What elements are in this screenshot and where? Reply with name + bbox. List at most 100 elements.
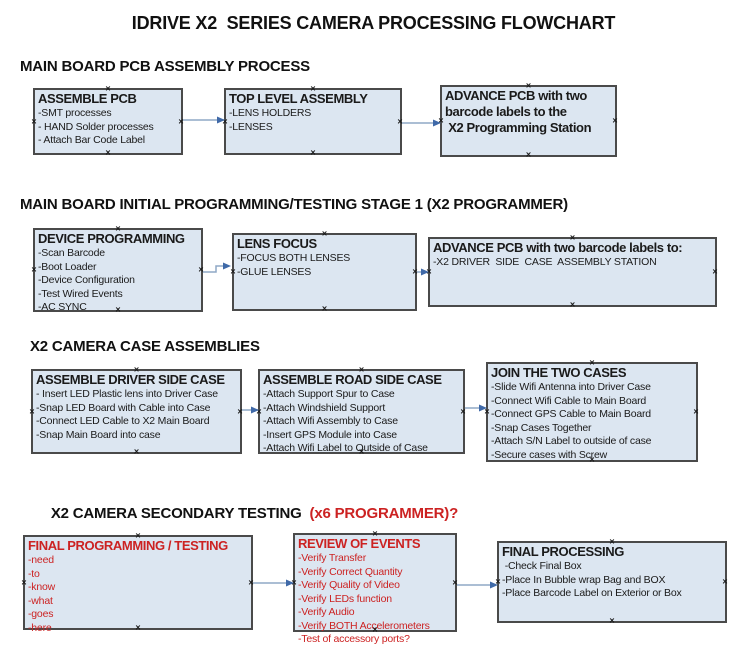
box-item: -Place Barcode Label on Exterior or Box bbox=[502, 587, 682, 599]
box-item: -goes bbox=[28, 608, 54, 620]
box-title: FINAL PROGRAMMING / TESTING bbox=[28, 538, 228, 553]
box-device-programming: DEVICE PROGRAMMING -Scan Barcode-Boot Lo… bbox=[31, 224, 203, 315]
box-item: -Verify Quality of Video bbox=[298, 579, 400, 591]
box-title: LENS FOCUS bbox=[237, 236, 317, 251]
connector-arrow bbox=[242, 406, 259, 414]
box-assemble-driver-side-case: ASSEMBLE DRIVER SIDE CASE - Insert LED P… bbox=[29, 365, 242, 457]
section-header-text: X2 CAMERA SECONDARY TESTING bbox=[50, 505, 306, 522]
connector-handle-icon: × bbox=[310, 147, 316, 158]
box-advance-pcb-programming-station: ADVANCE PCB with two barcode labels to t… bbox=[438, 81, 617, 160]
box-item: -Device Configuration bbox=[38, 274, 135, 286]
box-items: -Check Final Box-Place In Bubble wrap Ba… bbox=[499, 560, 725, 601]
connector-handle-icon: × bbox=[321, 303, 328, 314]
box-items: -Verify Transfer-Verify Correct Quantity… bbox=[295, 552, 455, 647]
box-item: -Attach Support Spur to Case bbox=[263, 388, 395, 400]
box-item: -Place In Bubble wrap Bag and BOX bbox=[502, 573, 666, 586]
box-title: DEVICE PROGRAMMING bbox=[38, 231, 185, 246]
box-item: -Attach S/N Label to outside of case bbox=[491, 435, 652, 447]
box-title: ADVANCE PCB with two barcode labels to t… bbox=[445, 88, 592, 135]
box-item: -Check Final Box bbox=[502, 560, 582, 572]
section-header-initial-programming: MAIN BOARD INITIAL PROGRAMMING/TESTING S… bbox=[20, 196, 568, 213]
box-item: -X2 DRIVER SIDE CASE ASSEMBLY STATION bbox=[433, 256, 657, 268]
box-title: JOIN THE TWO CASES bbox=[491, 365, 627, 380]
box-item: -Connect GPS Cable to Main Board bbox=[491, 408, 651, 420]
section-header-red-text: (x6 PROGRAMMER)? bbox=[305, 505, 459, 522]
box-item: -Connect LED Cable to X2 Main Board bbox=[36, 415, 210, 427]
box-title: ASSEMBLE DRIVER SIDE CASE bbox=[36, 372, 225, 387]
box-item: -Attach Windshield Support bbox=[263, 401, 386, 414]
connector-arrow bbox=[465, 404, 487, 412]
box-item: -Slide Wifi Antenna into Driver Case bbox=[491, 381, 651, 393]
box-item: -Snap Cases Together bbox=[491, 421, 592, 434]
box-item: -Verify Transfer bbox=[298, 552, 366, 564]
connector-arrow bbox=[402, 119, 441, 127]
box-item: -LENS HOLDERS bbox=[229, 107, 312, 119]
box-item: -what bbox=[28, 594, 53, 607]
connector-arrow bbox=[203, 262, 231, 273]
box-item: -Verify LEDs function bbox=[298, 592, 392, 605]
connector-handle-icon: × bbox=[569, 299, 576, 310]
box-items: - Insert LED Plastic lens into Driver Ca… bbox=[33, 388, 240, 442]
box-items: -SMT processes- HAND Solder processes- A… bbox=[35, 107, 181, 148]
box-item: -Verify BOTH Accelerometers bbox=[298, 619, 430, 632]
box-item: - Insert LED Plastic lens into Driver Ca… bbox=[36, 388, 218, 400]
page-title: IDRIVE X2 SERIES CAMERA PROCESSING FLOWC… bbox=[131, 13, 616, 33]
connector-arrow bbox=[457, 581, 498, 589]
box-title: ASSEMBLE PCB bbox=[38, 91, 137, 106]
box-item: -Verify Audio bbox=[298, 606, 355, 618]
box-title: ADVANCE PCB with two barcode labels to: bbox=[433, 240, 683, 255]
box-item: -Test of accessory ports? bbox=[298, 633, 410, 645]
section-header-pcb-assembly: MAIN BOARD PCB ASSEMBLY PROCESS bbox=[20, 58, 310, 75]
box-item: -Boot Loader bbox=[38, 260, 97, 273]
connector-handle-icon: × bbox=[525, 149, 532, 160]
box-item: -SMT processes bbox=[38, 107, 112, 119]
box-item: -Scan Barcode bbox=[38, 247, 105, 259]
connector-handle-icon: × bbox=[133, 446, 140, 457]
box-item: -know bbox=[28, 581, 56, 593]
box-items: -need-to-know-what-goes-here bbox=[25, 554, 251, 635]
box-assemble-road-side-case: ASSEMBLE ROAD SIDE CASE -Attach Support … bbox=[256, 365, 465, 456]
box-item: -Attach Wifi Assembly to Case bbox=[263, 415, 398, 427]
box-lens-focus: LENS FOCUS -FOCUS BOTH LENSES-GLUE LENSE… bbox=[230, 229, 417, 314]
box-item: - HAND Solder processes bbox=[38, 120, 154, 133]
box-item: -Insert GPS Module into Case bbox=[263, 428, 397, 441]
box-title: REVIEW OF EVENTS bbox=[298, 536, 421, 551]
box-items: -Attach Support Spur to Case-Attach Wind… bbox=[260, 388, 463, 456]
section-header-secondary-testing: X2 CAMERA SECONDARY TESTING (x6 PROGRAMM… bbox=[35, 488, 458, 539]
box-item: - Attach Bar Code Label bbox=[38, 134, 145, 146]
connector-arrow bbox=[253, 579, 294, 587]
section-header-case-assemblies: X2 CAMERA CASE ASSEMBLIES bbox=[30, 338, 260, 355]
box-item: -Snap LED Board with Cable into Case bbox=[36, 401, 211, 414]
box-advance-pcb-driver-side-station: ADVANCE PCB with two barcode labels to: … bbox=[426, 233, 717, 310]
box-items: -Scan Barcode-Boot Loader-Device Configu… bbox=[35, 247, 201, 315]
box-item: -AC SYNC bbox=[38, 301, 87, 313]
box-item: -Verify Correct Quantity bbox=[298, 565, 403, 578]
box-item: -Test Wired Events bbox=[38, 287, 123, 300]
box-items: -LENS HOLDERS-LENSES bbox=[226, 107, 400, 134]
box-join-the-two-cases: JOIN THE TWO CASES -Slide Wifi Antenna i… bbox=[484, 358, 698, 464]
box-title: FINAL PROCESSING bbox=[502, 544, 624, 559]
box-item: -LENSES bbox=[229, 120, 273, 133]
box-final-programming-testing: FINAL PROGRAMMING / TESTING -need-to-kno… bbox=[21, 531, 253, 634]
box-item: -FOCUS BOTH LENSES bbox=[237, 252, 351, 264]
box-item: -Secure cases with Screw bbox=[491, 448, 607, 461]
connector-handle-icon: × bbox=[105, 147, 111, 158]
box-item: -Connect Wifi Cable to Main Board bbox=[491, 394, 647, 407]
box-item: -need bbox=[28, 554, 54, 566]
box-final-processing: FINAL PROCESSING -Check Final Box-Place … bbox=[495, 537, 727, 626]
box-assemble-pcb: ASSEMBLE PCB -SMT processes- HAND Solder… bbox=[31, 84, 183, 158]
box-item: -here bbox=[28, 621, 52, 634]
box-title: TOP LEVEL ASSEMBLY bbox=[229, 91, 368, 106]
box-review-of-events: REVIEW OF EVENTS -Verify Transfer-Verify… bbox=[291, 529, 457, 645]
box-item: -Snap Main Board into case bbox=[36, 428, 161, 441]
box-items: -FOCUS BOTH LENSES-GLUE LENSES bbox=[234, 252, 415, 279]
box-item: -to bbox=[28, 567, 40, 580]
box-items: -Slide Wifi Antenna into Driver Case-Con… bbox=[488, 381, 696, 462]
box-item: -GLUE LENSES bbox=[237, 265, 312, 278]
box-top-level-assembly: TOP LEVEL ASSEMBLY -LENS HOLDERS-LENSES … bbox=[222, 84, 402, 158]
connector-arrow bbox=[183, 116, 225, 124]
connector-handle-icon: × bbox=[609, 615, 615, 626]
box-item: -Attach Wifi Label to Outside of Case bbox=[263, 442, 428, 454]
box-title: ASSEMBLE ROAD SIDE CASE bbox=[263, 372, 442, 387]
